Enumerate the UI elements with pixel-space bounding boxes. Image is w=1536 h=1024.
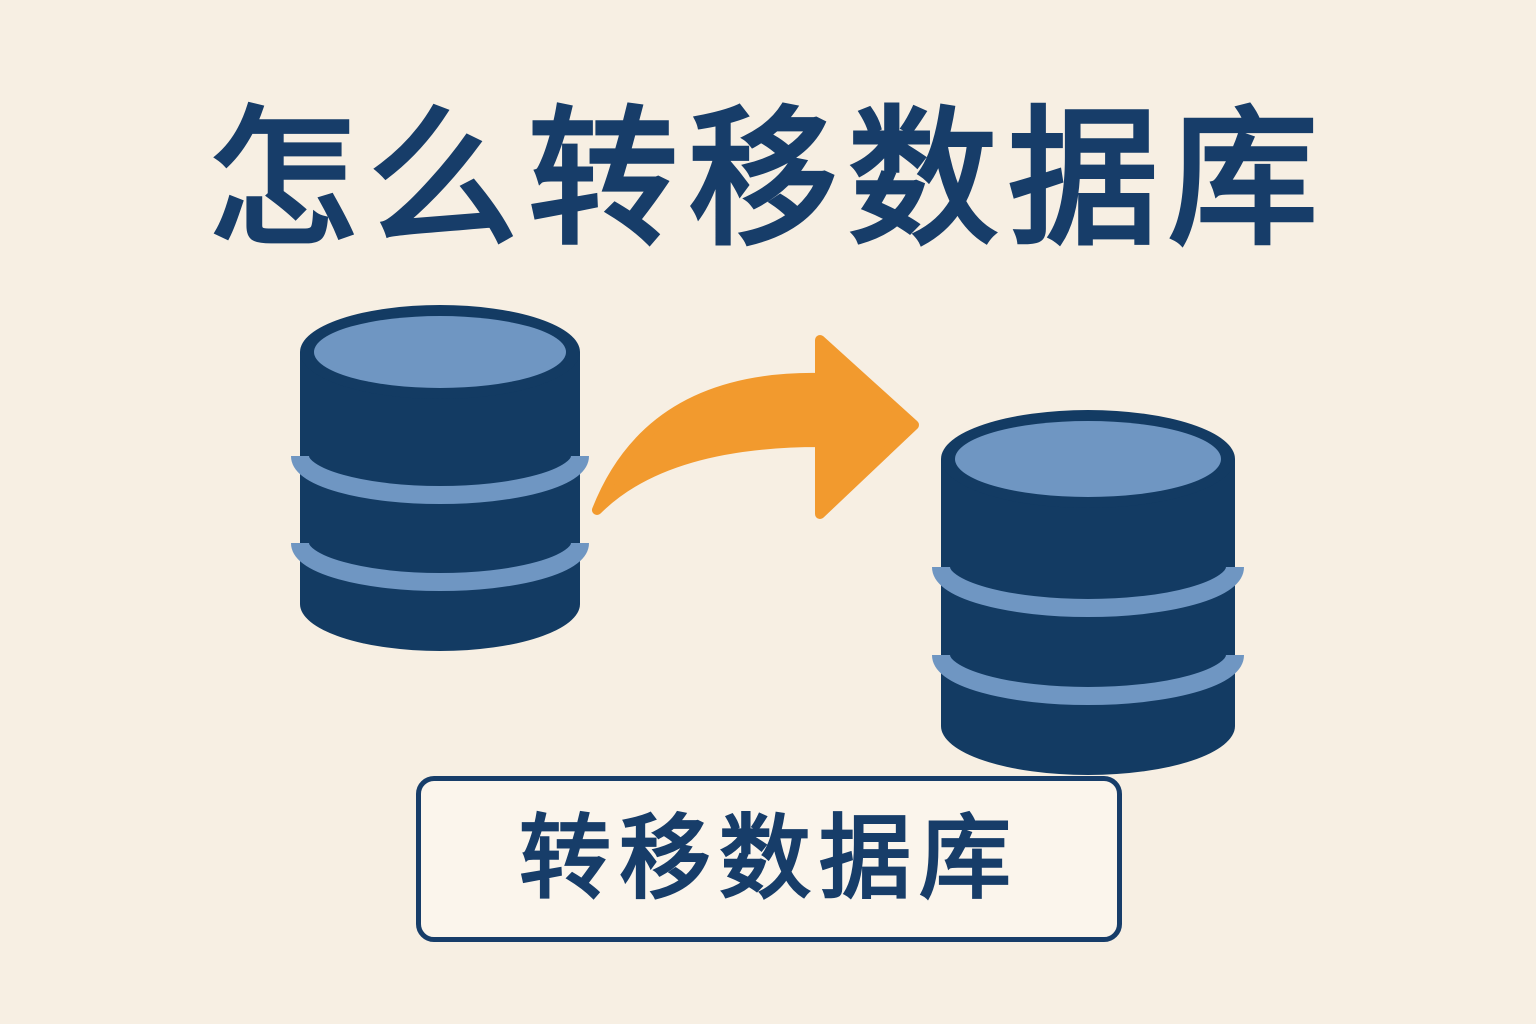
- source-database-icon: [291, 305, 589, 651]
- page-title: 怎么转移数据库: [207, 93, 1328, 267]
- target-database-icon: [932, 410, 1244, 775]
- transfer-database-label-text: 转移数据库: [518, 805, 1019, 912]
- transfer-database-label: 转移数据库: [416, 776, 1122, 942]
- curved-arrow-icon: [592, 335, 919, 519]
